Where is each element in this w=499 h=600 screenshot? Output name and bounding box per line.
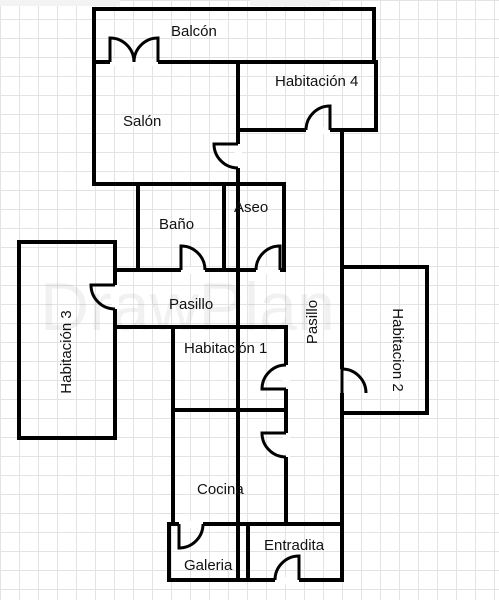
cocina-label: Cocina (197, 481, 244, 498)
cocina-room (171, 408, 288, 526)
cocina-door (260, 431, 287, 459)
habitacion2-label: Habitacion 2 (389, 308, 406, 392)
habitacion4-door (304, 104, 332, 131)
pasillo-horizontal-label: Pasillo (169, 296, 214, 313)
top-left-edge (0, 0, 120, 6)
habitacion3-room (17, 240, 117, 440)
aseo-room (222, 182, 286, 272)
salon-room (92, 60, 240, 186)
bano-label: Baño (159, 216, 195, 233)
habitacion3-door (89, 283, 116, 311)
salon-door (212, 142, 239, 170)
aseo-door (254, 244, 282, 271)
habitacion3-label: Habitación 3 (58, 310, 75, 394)
pasillo-vertical-label: Pasillo (304, 299, 321, 345)
bano-door (179, 244, 207, 271)
aseo-label: Aseo (234, 199, 269, 216)
habitacion1-door (260, 363, 287, 391)
habitacion2-room (340, 265, 429, 415)
entradita-label: Entradita (264, 537, 325, 554)
galeria-door (177, 523, 205, 550)
salon-label: Salón (123, 113, 162, 130)
habitacion1-label: Habitación 1 (184, 340, 268, 357)
balcon-door (108, 36, 160, 63)
habitacion2-door (340, 367, 368, 394)
entradita-door (273, 554, 301, 581)
galeria-label: Galeria (184, 557, 233, 574)
top-right-edge (250, 0, 330, 6)
habitacion4-label: Habitación 4 (275, 73, 359, 90)
balcon-label: Balcón (171, 23, 217, 40)
